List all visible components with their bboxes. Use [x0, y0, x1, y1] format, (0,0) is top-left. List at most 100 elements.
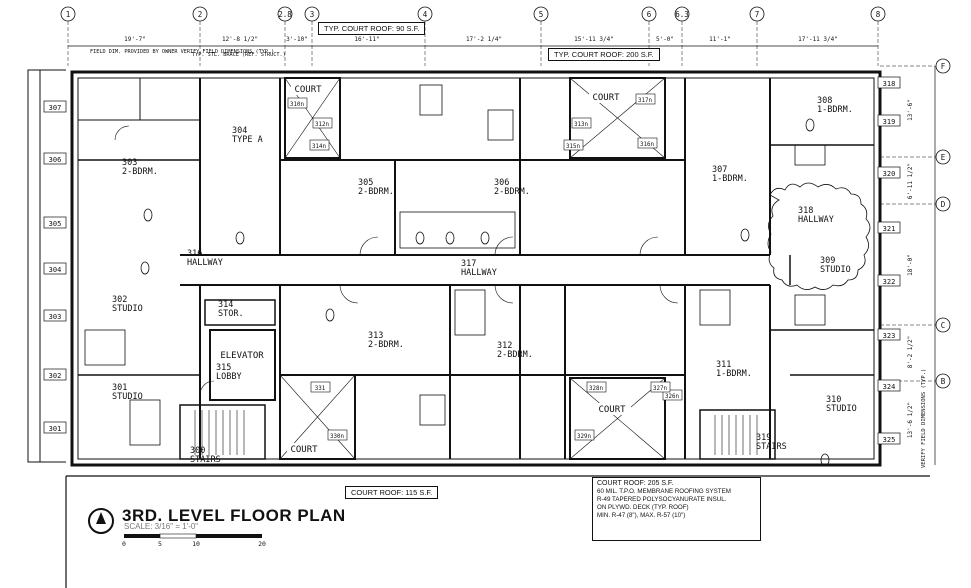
- left-elevation-strip: [27, 69, 66, 463]
- room-number: 301: [112, 383, 127, 393]
- window-tag-box: [877, 76, 901, 89]
- grid-bubble-label: 2: [198, 10, 203, 19]
- room-number: 302: [112, 295, 127, 305]
- window-tag-box: [43, 152, 67, 165]
- room-name: STAIRS: [756, 442, 787, 452]
- scale-tick-label: 5: [158, 540, 162, 548]
- roof-note-line: COURT ROOF: 205 S.F.: [597, 480, 674, 487]
- grid-bubble-label: 8: [876, 10, 881, 19]
- room-name: STAIRS: [190, 455, 221, 465]
- window-tag-label: 323: [883, 332, 896, 340]
- court-diagonals: [279, 77, 666, 460]
- dimension-label: 18'-0": [907, 254, 914, 276]
- room-number: 307: [712, 165, 727, 175]
- small-tag-box: [574, 429, 595, 441]
- window-tag-box: [877, 114, 901, 127]
- small-tag-box: [310, 381, 331, 393]
- room-number: 309: [820, 256, 835, 266]
- window-tag-label: 307: [49, 104, 62, 112]
- window-tag-box: [877, 221, 901, 234]
- field-dim-note: FIELD DIM. PROVIDED BY OWNER VERIFY FIEL…: [90, 49, 274, 55]
- grid-bubble-label: 4: [423, 10, 428, 19]
- small-tag-box: [287, 97, 308, 109]
- room-name: STUDIO: [112, 392, 143, 402]
- window-tag-box: [43, 368, 67, 381]
- dimension-strings: [68, 45, 936, 465]
- room-name: TYPE A: [232, 135, 263, 145]
- dimension-label: 13'-6 1/2": [907, 402, 914, 438]
- bottom-edge-lines: [65, 475, 930, 588]
- callout-court-roof-90: TYP. COURT ROOF: 90 S.F.: [318, 22, 426, 35]
- grid-bubble-label: 6.3: [675, 10, 689, 19]
- window-tag-box: [877, 166, 901, 179]
- top-dimension-labels: 19'-7"12'-8 1/2"3'-10"16'-11"17'-2 1/4"1…: [124, 36, 838, 43]
- room-number: 318: [798, 206, 813, 216]
- court-label-bg: [287, 443, 323, 455]
- small-tag-label: 316n: [640, 142, 654, 148]
- small-tag-label: 312n: [315, 122, 329, 128]
- court-label: COURT: [598, 405, 626, 415]
- room-number: 308: [817, 96, 832, 106]
- room-name: HALLWAY: [187, 258, 223, 268]
- window-tag-label: 306: [49, 156, 62, 164]
- small-tag-box: [662, 389, 683, 401]
- room-name: 1-BDRM.: [712, 174, 748, 184]
- grid-bubble-label: 5: [539, 10, 544, 19]
- building-outline: [70, 70, 882, 467]
- window-tag-box: [877, 432, 901, 445]
- small-tag-label: 315n: [566, 144, 580, 150]
- window-tag-box: [43, 421, 67, 434]
- room-name: STUDIO: [820, 265, 851, 275]
- room-name: HALLWAY: [798, 215, 834, 225]
- room-number: 319: [756, 433, 771, 443]
- room-number: 304: [232, 126, 247, 136]
- dimension-label: 17'-2 1/4": [466, 36, 502, 43]
- small-tag-label: 329n: [577, 434, 591, 440]
- door-swings: [114, 125, 679, 396]
- grid-bubble-label: 6: [647, 10, 652, 19]
- grid-bubble-label: 7: [755, 10, 760, 19]
- room-number: 300: [190, 446, 205, 456]
- small-tag-label: 310n: [290, 102, 304, 108]
- grid-bubble-label: 1: [66, 10, 71, 19]
- grid-bubble: [935, 373, 951, 389]
- scale-bar: [124, 533, 262, 539]
- grid-bubble-label: C: [941, 321, 946, 330]
- window-tag-label: 324: [883, 383, 896, 391]
- room-name: 2-BDRM.: [358, 187, 394, 197]
- dimension-label: 12'-8 1/2": [222, 36, 258, 43]
- callout-court-roof-115: COURT ROOF: 115 S.F.: [345, 486, 439, 499]
- verify-dimensions-note: VERIFY FIELD DIMENSIONS (TYP.): [921, 369, 927, 468]
- roof-note-line: 60 MIL. T.P.O. MEMBRANE ROOFING SYSTEM: [597, 488, 731, 495]
- small-tag-label: 314n: [312, 144, 326, 150]
- roof-note-line: ON PLYWD. DECK (TYP. ROOF): [597, 504, 689, 511]
- small-tag-label: 331: [315, 386, 326, 392]
- scale-label: SCALE: 3/16" = 1'-0": [124, 522, 199, 531]
- room-name: STOR.: [218, 309, 244, 319]
- dimension-label: 15'-11 3/4": [574, 36, 614, 43]
- court-label-bg: [595, 403, 631, 415]
- window-tag-label: 319: [883, 118, 896, 126]
- court-label-bg: [291, 83, 327, 95]
- room-number: 314: [218, 300, 233, 310]
- room-number: 305: [358, 178, 373, 188]
- dimension-label: 11'-1": [709, 36, 731, 43]
- roof-note-line: MIN. R-47 (8"), MAX. R-57 (10"): [597, 512, 686, 519]
- small-tag-box: [586, 381, 607, 393]
- small-tag-box: [637, 137, 658, 149]
- small-tag-label: 328n: [589, 386, 603, 392]
- small-tag-box: [312, 117, 333, 129]
- dimension-label: 5'-0": [656, 36, 674, 43]
- court-label: COURT: [592, 93, 620, 103]
- grid-bubble: [935, 196, 951, 212]
- window-tag-box: [877, 379, 901, 392]
- room-name: 2-BDRM.: [494, 187, 530, 197]
- window-tag-label: 301: [49, 425, 62, 433]
- grid-bubble-label: 2.8: [278, 10, 292, 19]
- small-tag-box: [327, 429, 348, 441]
- room-name: 2-BDRM.: [497, 350, 533, 360]
